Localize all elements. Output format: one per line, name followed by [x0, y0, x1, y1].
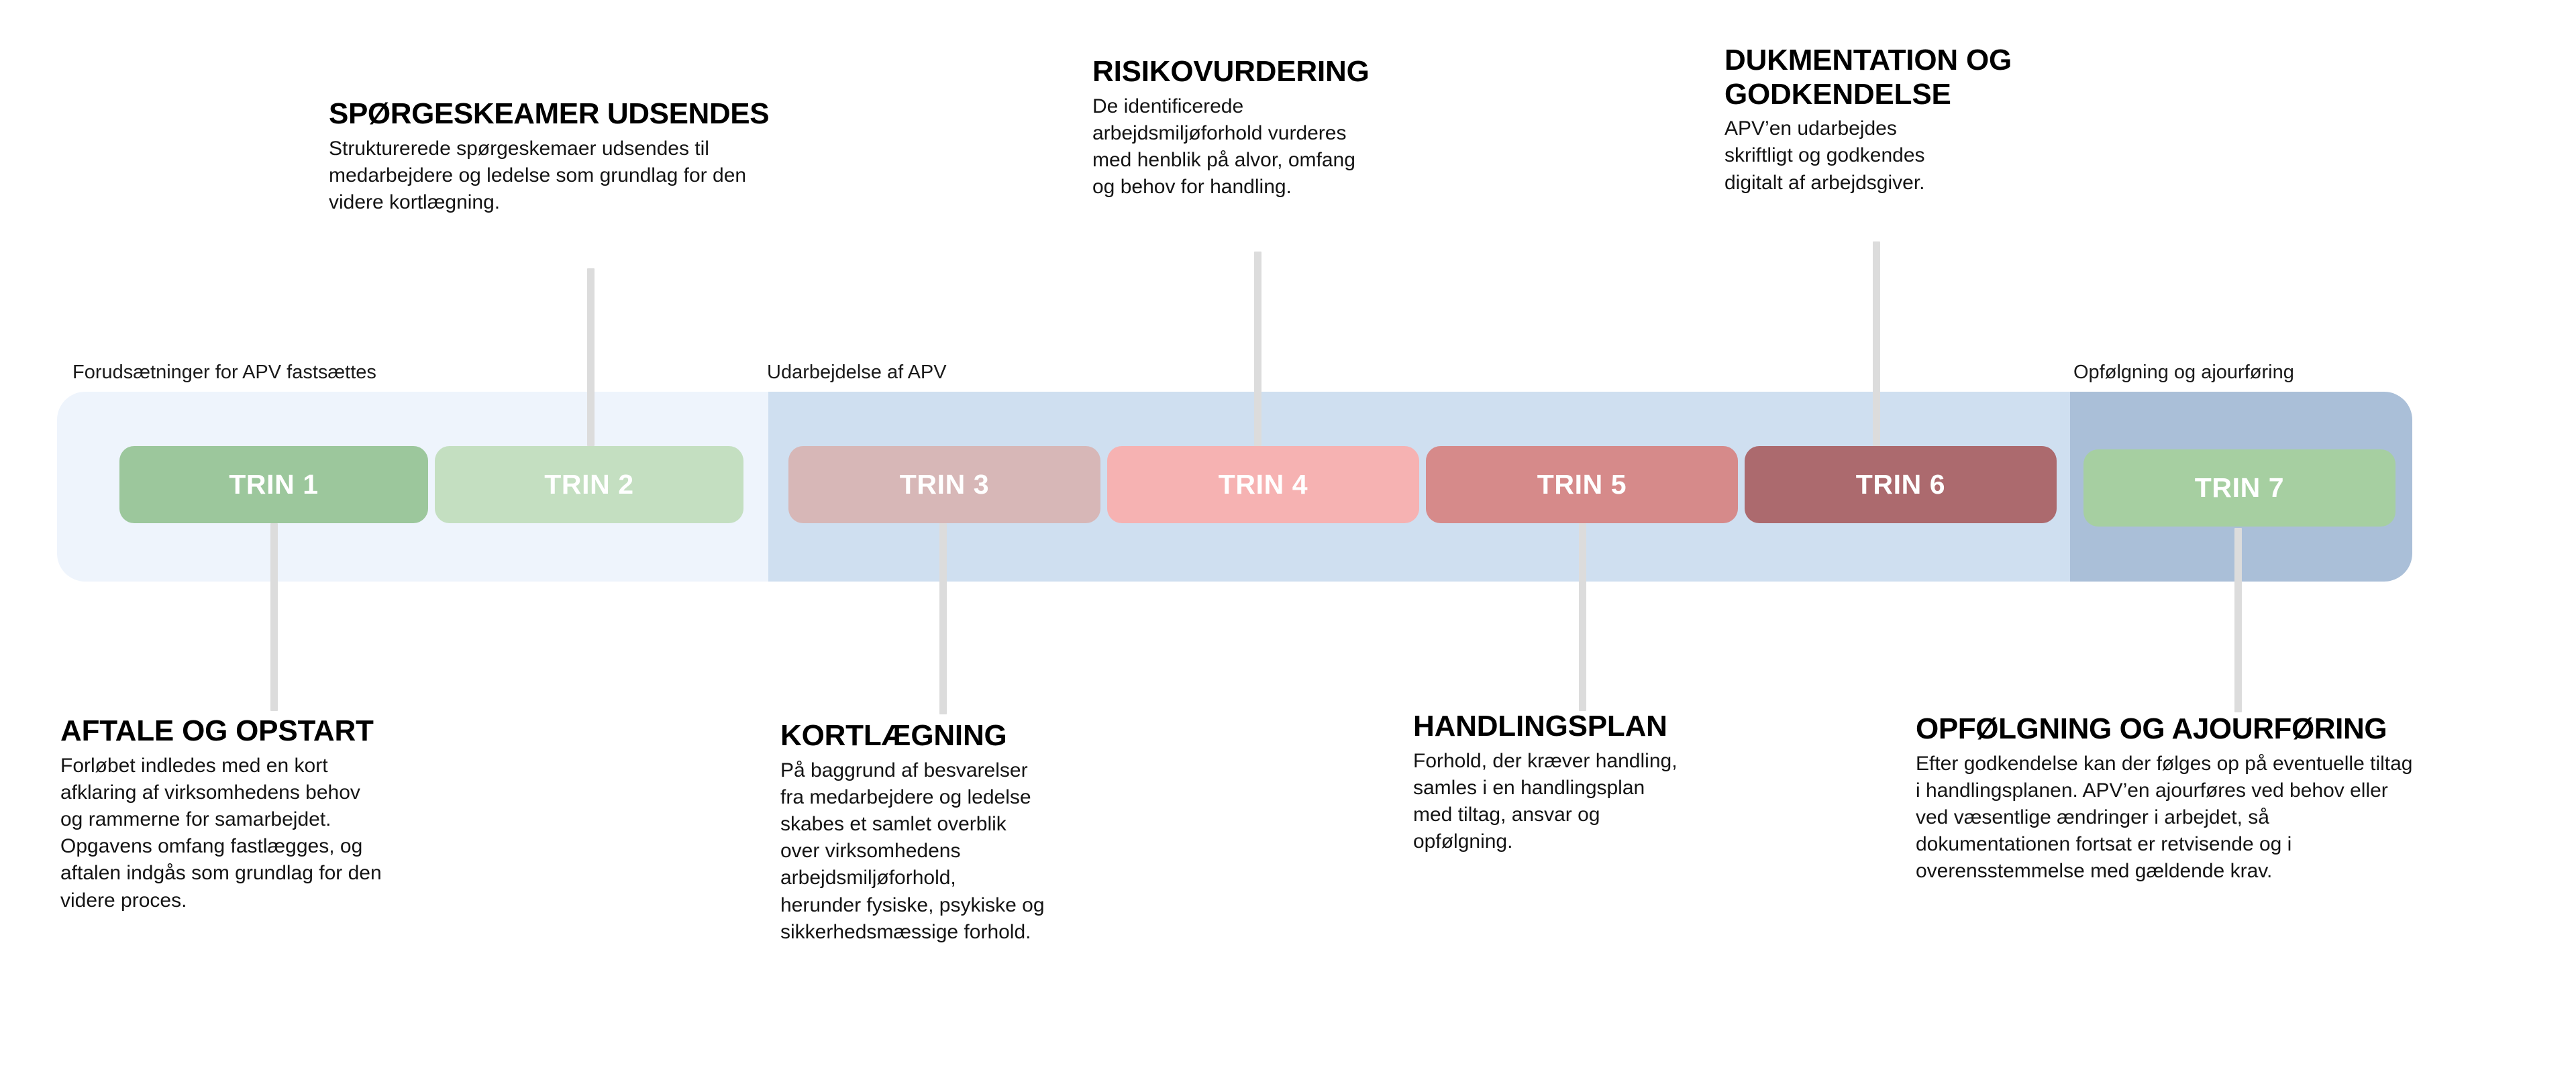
callout-body: APV’en udarbejdes skriftligt og godkende… — [1724, 117, 1925, 194]
callout-title: OPFØLGNING OG AJOURFØRING — [1916, 712, 2387, 745]
step-pill-label: TRIN 4 — [1218, 469, 1308, 500]
callout-kortlaegning: KORTLÆGNING På baggrund af besvarelser f… — [780, 719, 1196, 946]
callout-sporgeskemaer-udsendes: SPØRGESKEAMER UDSENDES Strukturerede spø… — [329, 97, 933, 216]
callout-body: På baggrund af besvarelser fra medarbejd… — [780, 759, 1045, 943]
callout-body: Efter godkendelse kan der følges op på e… — [1916, 752, 2413, 883]
phase-label-forudsaetninger: Forudsætninger for APV fastsættes — [72, 362, 376, 383]
callout-body: Forløbet indledes med en kort afklaring … — [60, 754, 382, 912]
connector-stem-trin2 — [587, 268, 595, 446]
callout-title: SPØRGESKEAMER UDSENDES — [329, 97, 770, 130]
step-pill-trin-2[interactable]: TRIN 2 — [435, 446, 743, 523]
step-pill-trin-4[interactable]: TRIN 4 — [1107, 446, 1419, 523]
step-pill-label: TRIN 7 — [2194, 472, 2285, 503]
step-pill-trin-5[interactable]: TRIN 5 — [1426, 446, 1738, 523]
step-pill-trin-7[interactable]: TRIN 7 — [2083, 449, 2395, 527]
callout-opfolgning-og-ajourforing: OPFØLGNING OG AJOURFØRING Efter godkende… — [1916, 712, 2567, 885]
phase-label-udarbejdelse: Udarbejdelse af APV — [767, 362, 947, 383]
callout-handlingsplan: HANDLINGSPLAN Forhold, der kræver handli… — [1413, 710, 1829, 855]
callout-risikovurdering: RISIKOVURDERING De identificerede arbejd… — [1092, 55, 1482, 201]
step-pill-label: TRIN 3 — [899, 469, 990, 500]
phase-label-opfoelgning: Opfølgning og ajourføring — [2073, 362, 2294, 383]
step-pill-label: TRIN 2 — [544, 469, 634, 500]
connector-stem-trin4 — [1254, 252, 1261, 446]
callout-title: AFTALE OG OPSTART — [60, 714, 374, 747]
connector-stem-trin7 — [2234, 528, 2242, 712]
connector-stem-trin6 — [1873, 241, 1880, 446]
connector-stem-trin1 — [270, 523, 278, 711]
callout-title: DUKMENTATION OG GODKENDELSE — [1724, 44, 2012, 111]
step-pill-label: TRIN 6 — [1855, 469, 1946, 500]
callout-aftale-og-opstart: AFTALE OG OPSTART Forløbet indledes med … — [60, 714, 517, 914]
step-pill-label: TRIN 1 — [229, 469, 319, 500]
step-pill-trin-1[interactable]: TRIN 1 — [119, 446, 428, 523]
callout-title: RISIKOVURDERING — [1092, 55, 1370, 88]
callout-body: Forhold, der kræver handling, samles i e… — [1413, 749, 1678, 853]
step-pill-trin-6[interactable]: TRIN 6 — [1745, 446, 2057, 523]
callout-dukmentation-og-godkendelse: DUKMENTATION OG GODKENDELSE APV’en udarb… — [1724, 44, 2154, 197]
callout-body: De identificerede arbejdsmiljøforhold vu… — [1092, 95, 1355, 199]
connector-stem-trin3 — [939, 523, 947, 714]
callout-title: HANDLINGSPLAN — [1413, 710, 1667, 743]
step-pill-trin-3[interactable]: TRIN 3 — [788, 446, 1100, 523]
step-pill-label: TRIN 5 — [1537, 469, 1627, 500]
callout-body: Strukturerede spørgeskemaer udsendes til… — [329, 137, 747, 213]
connector-stem-trin5 — [1579, 523, 1586, 711]
callout-title: KORTLÆGNING — [780, 719, 1007, 752]
